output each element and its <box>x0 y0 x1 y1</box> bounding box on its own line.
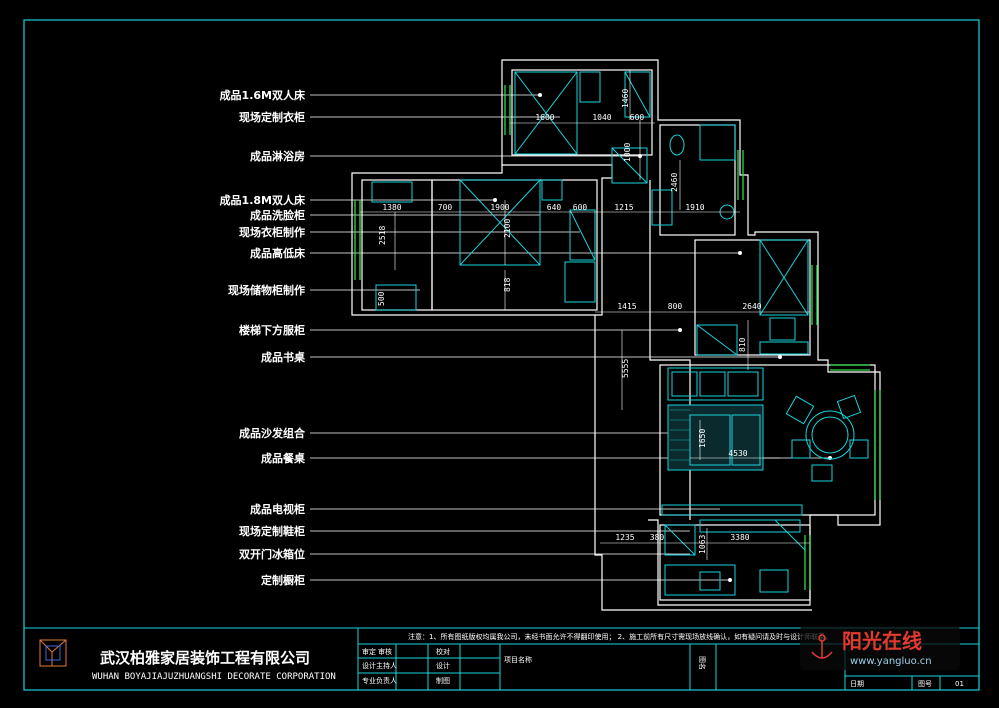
dim-5555: 5555 <box>621 359 630 378</box>
label-14: 双开门冰箱位 <box>239 547 305 561</box>
dim-1235: 1235 <box>615 533 634 542</box>
dim-4530: 4530 <box>728 449 747 458</box>
company-name-en: WUHAN BOYAJIAJUZHUANGSHI DECORATE CORPOR… <box>92 672 336 682</box>
tb-tuming: 图名 <box>698 656 707 670</box>
label-5: 现场衣柜制作 <box>239 225 305 239</box>
windows <box>354 85 881 590</box>
dim-800: 800 <box>668 302 683 311</box>
label-15: 定制橱柜 <box>261 573 305 587</box>
dim-2640: 2640 <box>742 302 761 311</box>
watermark-url: www.yangluo.cn <box>850 656 932 667</box>
anchor-icon <box>811 634 833 659</box>
tb-project-name: 项目名称 <box>504 655 532 664</box>
dim-2100: 2100 <box>503 219 512 238</box>
tb-tuhao: 图号 <box>918 680 932 688</box>
dim-380: 380 <box>650 533 665 542</box>
tb-zhitu: 制图 <box>436 676 450 685</box>
label-10: 成品沙发组合 <box>239 426 306 440</box>
dim-640: 640 <box>547 203 562 212</box>
rug-hatch <box>670 409 690 461</box>
dim-600b: 600 <box>573 203 588 212</box>
dim-700: 700 <box>438 203 453 212</box>
tb-shending: 审定 <box>362 647 376 656</box>
label-0: 成品1.6M双人床 <box>220 88 306 102</box>
watermark-brand: 阳光在线 <box>842 629 922 653</box>
label-12: 成品电视柜 <box>250 502 305 516</box>
tb-jiaodui: 校对 <box>436 647 450 656</box>
label-4: 成品洗脸柜 <box>250 208 305 222</box>
dim-3380: 3380 <box>730 533 749 542</box>
tb-tuhao-value: 01 <box>955 680 964 688</box>
dim-810: 810 <box>738 337 747 352</box>
dim-1040: 1040 <box>592 113 611 122</box>
dim-1650: 1650 <box>698 429 707 448</box>
tb-sheji-zhuchi: 设计主持人 <box>362 661 397 670</box>
walls <box>351 59 881 611</box>
label-7: 现场储物柜制作 <box>228 283 305 297</box>
label-2: 成品淋浴房 <box>250 149 305 163</box>
label-1: 现场定制衣柜 <box>239 110 305 124</box>
dim-2518: 2518 <box>378 226 387 245</box>
dim-600a: 600 <box>630 113 645 122</box>
dim-1415: 1415 <box>617 302 636 311</box>
furniture <box>371 71 869 596</box>
label-3: 成品1.8M双人床 <box>220 193 306 207</box>
dim-2460: 2460 <box>670 173 679 192</box>
company-logo <box>39 639 67 667</box>
leader-lines <box>310 94 830 581</box>
label-6: 成品高低床 <box>250 246 306 260</box>
dim-1215: 1215 <box>614 203 633 212</box>
tb-riqi: 日期 <box>850 680 864 688</box>
tb-sheji: 设计 <box>436 661 450 670</box>
dim-1000: 1000 <box>623 143 632 162</box>
tb-zhuanye-fuze: 专业负责人 <box>362 676 397 685</box>
label-9: 成品书桌 <box>261 350 306 364</box>
dim-1460: 1460 <box>621 89 630 108</box>
label-13: 现场定制鞋柜 <box>239 524 305 538</box>
watermark-plate <box>800 626 960 670</box>
dim-1900: 1900 <box>490 203 509 212</box>
company-name: 武汉柏雅家居装饰工程有限公司 <box>100 649 310 667</box>
dim-818: 818 <box>503 277 512 292</box>
label-11: 成品餐桌 <box>261 451 306 465</box>
design-note: 注意：1、所有图纸版权均属我公司，未经书面允许不得翻印使用； 2、施工前所有尺寸… <box>408 632 832 641</box>
dimension-lines <box>360 70 810 560</box>
dim-1600: 1600 <box>535 113 554 122</box>
dim-1910: 1910 <box>685 203 704 212</box>
dim-500: 500 <box>377 291 386 306</box>
tb-shenhe: 审核 <box>378 647 392 656</box>
drawing-frame <box>23 19 980 691</box>
dim-1063: 1063 <box>698 535 707 554</box>
dim-1380: 1380 <box>382 203 401 212</box>
label-8: 楼梯下方服柜 <box>239 323 305 337</box>
